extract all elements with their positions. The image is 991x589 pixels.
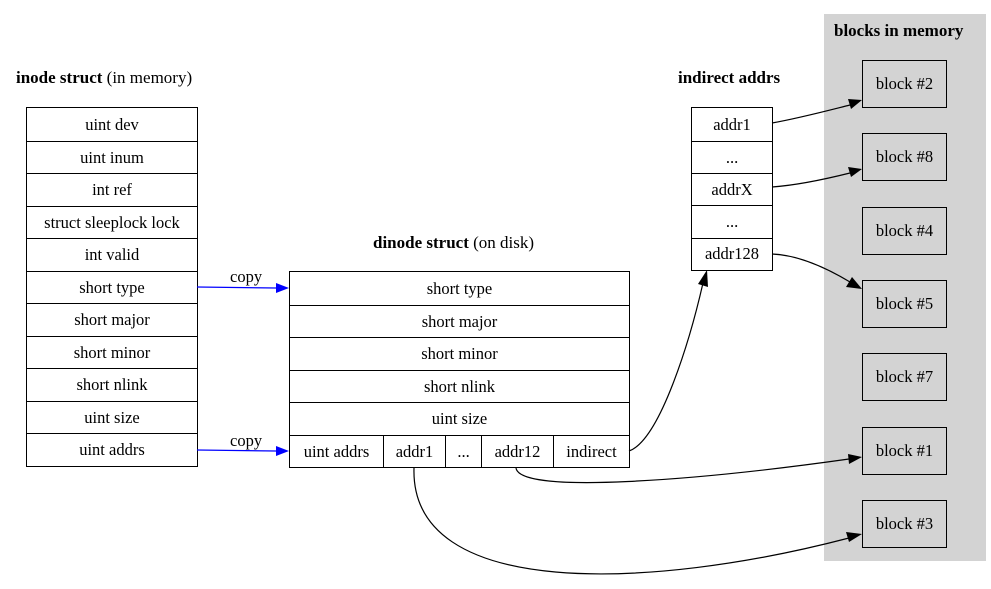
- inode-struct-table: uint dev uint inum int ref struct sleepl…: [26, 107, 198, 467]
- edge-addr1-block2: [771, 104, 851, 124]
- dinode-addrs-row: uint addrs addr1 ... addr12 indirect: [290, 435, 629, 467]
- inode-field-lock: struct sleeplock lock: [27, 206, 197, 238]
- dinode-cell-addr1: addr1: [383, 436, 445, 467]
- blocks-in-memory-title: blocks in memory: [834, 21, 964, 40]
- inode-field-valid: int valid: [27, 238, 197, 271]
- indirect-entry-ellipsis-2: ...: [692, 205, 772, 238]
- inode-field-major: short major: [27, 303, 197, 336]
- dinode-cell-ellipsis: ...: [445, 436, 481, 467]
- dinode-field-nlink: short nlink: [290, 370, 629, 402]
- indirect-entry-ellipsis-1: ...: [692, 141, 772, 173]
- memory-block-4: block #4: [862, 207, 947, 255]
- arrowhead-indirect-table: [698, 270, 708, 287]
- edge-addrX-block8: [771, 172, 851, 188]
- dinode-field-minor: short minor: [290, 337, 629, 370]
- edge-indirect-to-table: [628, 282, 704, 452]
- copy-edge-addrs: [196, 449, 277, 452]
- arrowhead-block2: [848, 99, 862, 109]
- dinode-field-size: uint size: [290, 402, 629, 435]
- dinode-field-major: short major: [290, 305, 629, 337]
- edge-addr128-block5: [771, 253, 851, 283]
- dinode-title-rest: (on disk): [468, 233, 535, 252]
- indirect-entry-addrX: addrX: [692, 173, 772, 205]
- arrowhead-block8: [848, 167, 862, 177]
- inode-struct-title: inode struct (in memory): [16, 68, 192, 88]
- inode-field-minor: short minor: [27, 336, 197, 368]
- dinode-cell-addr12: addr12: [481, 436, 553, 467]
- dinode-struct-table: short type short major short minor short…: [289, 271, 630, 468]
- inode-field-addrs: uint addrs: [27, 433, 197, 465]
- inode-field-inum: uint inum: [27, 141, 197, 173]
- dinode-cell-uint-addrs: uint addrs: [303, 441, 370, 461]
- inode-title-rest: (in memory): [102, 68, 193, 87]
- inode-field-type: short type: [27, 271, 197, 303]
- dinode-cell-indirect: indirect: [553, 436, 629, 467]
- indirect-entry-addr1: addr1: [713, 114, 751, 134]
- inode-field-size: uint size: [27, 401, 197, 433]
- edge-addr12-block1: [515, 458, 850, 484]
- memory-block-8: block #8: [862, 133, 947, 181]
- copy-label-type: copy: [230, 267, 263, 286]
- edge-dinode-addr1-block3: [413, 467, 850, 575]
- memory-block-5: block #5: [862, 280, 947, 328]
- copy-edge-type: [196, 286, 277, 289]
- copy-label-addrs: copy: [230, 431, 263, 450]
- copy-arrowhead-addrs: [276, 446, 289, 456]
- dinode-title-bold: dinode struct: [373, 233, 469, 252]
- arrowhead-block1: [848, 454, 862, 464]
- inode-field-ref: int ref: [27, 173, 197, 206]
- indirect-addrs-title: indirect addrs: [678, 68, 781, 87]
- copy-arrowhead-type: [276, 283, 289, 293]
- arrowhead-block3: [846, 532, 862, 542]
- memory-block-2: block #2: [862, 60, 947, 108]
- inode-field-nlink: short nlink: [27, 368, 197, 401]
- inode-title-bold: inode struct: [16, 68, 103, 87]
- memory-block-1: block #1: [862, 427, 947, 475]
- indirect-addrs-table: addr1 ... addrX ... addr128: [691, 107, 773, 271]
- dinode-field-type: short type: [426, 278, 493, 298]
- memory-block-3: block #3: [862, 500, 947, 548]
- dinode-struct-title: dinode struct (on disk): [373, 233, 534, 253]
- inode-field-dev: uint dev: [85, 114, 139, 134]
- memory-block-7: block #7: [862, 353, 947, 401]
- indirect-entry-addr128: addr128: [692, 238, 772, 268]
- arrowhead-block5: [846, 277, 862, 289]
